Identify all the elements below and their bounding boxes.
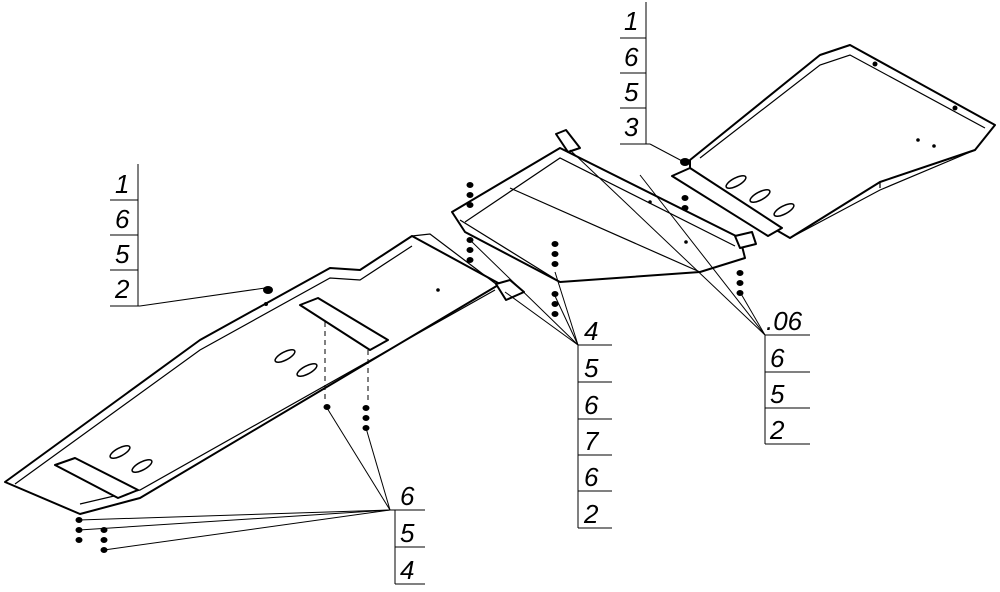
callout-label: 5: [115, 239, 130, 269]
callout-label: 1: [115, 169, 129, 199]
callout-label: 1: [624, 6, 638, 36]
callout-bottom: 6 5 4: [390, 481, 425, 585]
fastener-group-center: [466, 182, 744, 317]
callout-left: 1 6 5 2: [110, 164, 139, 306]
callout-label: 7: [584, 426, 600, 456]
right-skid-plate: [671, 44, 996, 239]
callout-label: 6: [584, 462, 599, 492]
callout-label: 5: [770, 379, 785, 409]
callout-label: 5: [400, 518, 415, 548]
center-skid-plate: [451, 129, 757, 283]
callout-right-lower: .06 6 5 2: [764, 306, 810, 445]
callout-label: 2: [114, 274, 130, 304]
callout-label: 5: [584, 353, 599, 383]
callout-top-right: 1 6 5 3: [620, 2, 647, 144]
callout-label: 6: [400, 481, 415, 511]
leader-lines: [78, 143, 766, 551]
callout-label: 4: [400, 555, 414, 585]
fastener-group-right: [680, 158, 690, 211]
callout-label: 5: [624, 77, 639, 107]
callout-label: 6: [770, 343, 785, 373]
callout-label: 6: [584, 390, 599, 420]
left-skid-plate: [4, 233, 525, 515]
callout-label: .06: [766, 306, 803, 336]
callout-label: 6: [115, 204, 130, 234]
callout-label: 6: [624, 42, 639, 72]
callout-label: 3: [624, 112, 639, 142]
callout-label: 4: [584, 316, 598, 346]
callout-label: 2: [583, 499, 599, 529]
callout-label: 2: [769, 415, 785, 445]
callout-center: 4 5 6 7 6 2: [577, 316, 612, 529]
